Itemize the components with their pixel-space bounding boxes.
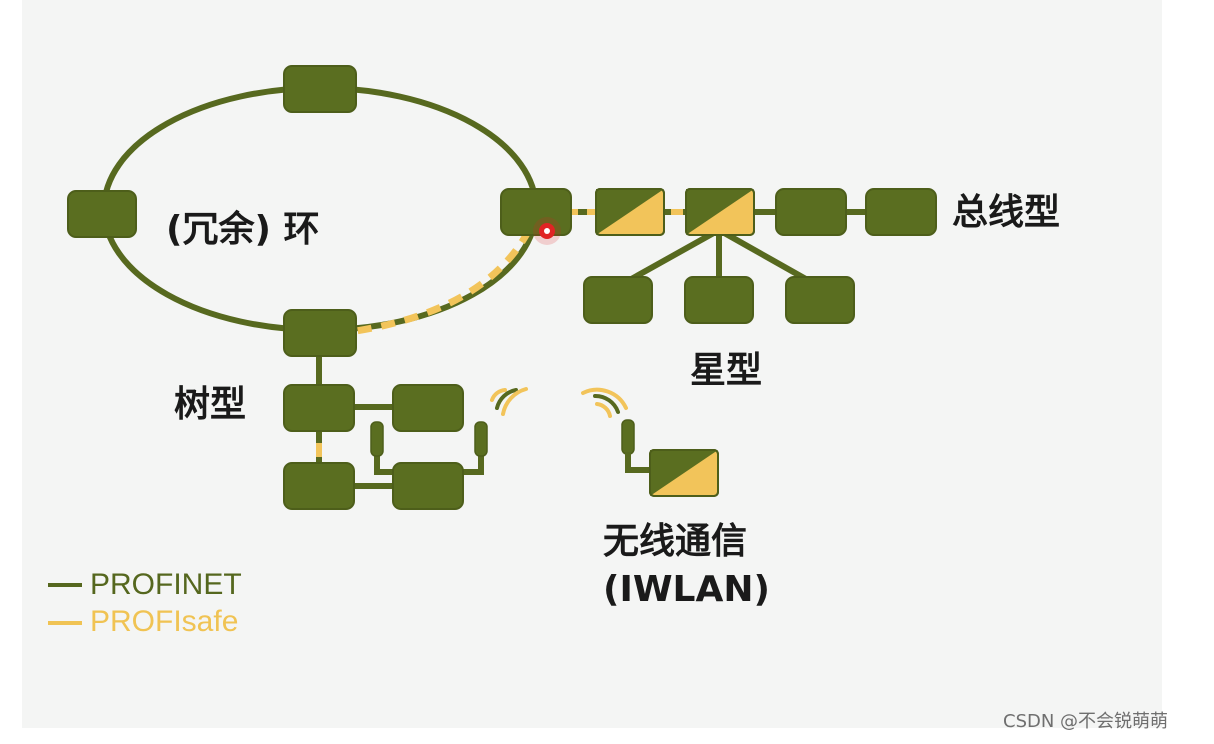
tree-node (392, 384, 464, 432)
legend-label-profinet: PROFINET (90, 568, 242, 601)
tree-node (283, 462, 355, 510)
legend-label-profisafe: PROFIsafe (90, 605, 239, 638)
diagram-background (22, 0, 1162, 728)
star-node-right (785, 276, 855, 324)
star-node-center (684, 276, 754, 324)
antenna-icon (621, 419, 635, 455)
wireless-label: 无线通信 (603, 521, 748, 562)
ring-node-right (500, 188, 572, 236)
bus-label: 总线型 (952, 192, 1061, 233)
bus-safety-node (595, 188, 665, 236)
star-hub-safety-node (685, 188, 755, 236)
tree-node (392, 462, 464, 510)
ring-node-top (283, 65, 357, 113)
star-label: 星型 (690, 350, 763, 391)
wireless-label-sub: (IWLAN) (603, 569, 770, 610)
ring-node-left (67, 190, 137, 238)
antenna-icon (370, 421, 384, 457)
wireless-safety-node (649, 449, 719, 497)
legend-swatch-profinet (48, 583, 82, 587)
wifi-signal-icon (490, 387, 528, 416)
wifi-signal-icon (581, 387, 628, 418)
ring-node-bottom (283, 309, 357, 357)
bus-node (775, 188, 847, 236)
star-node-left (583, 276, 653, 324)
antenna-icon (474, 421, 488, 457)
wireless-device-link (625, 452, 650, 473)
legend-swatch-profisafe (48, 621, 82, 625)
bus-node-end (865, 188, 937, 236)
watermark: CSDN @不会锐萌萌 (1003, 711, 1169, 732)
tree-label: 树型 (174, 384, 247, 425)
ring-label: (冗余) 环 (166, 209, 320, 250)
tree-node (283, 384, 355, 432)
cursor-pointer-icon (533, 217, 561, 245)
ring-profisafe-segment (355, 228, 533, 335)
